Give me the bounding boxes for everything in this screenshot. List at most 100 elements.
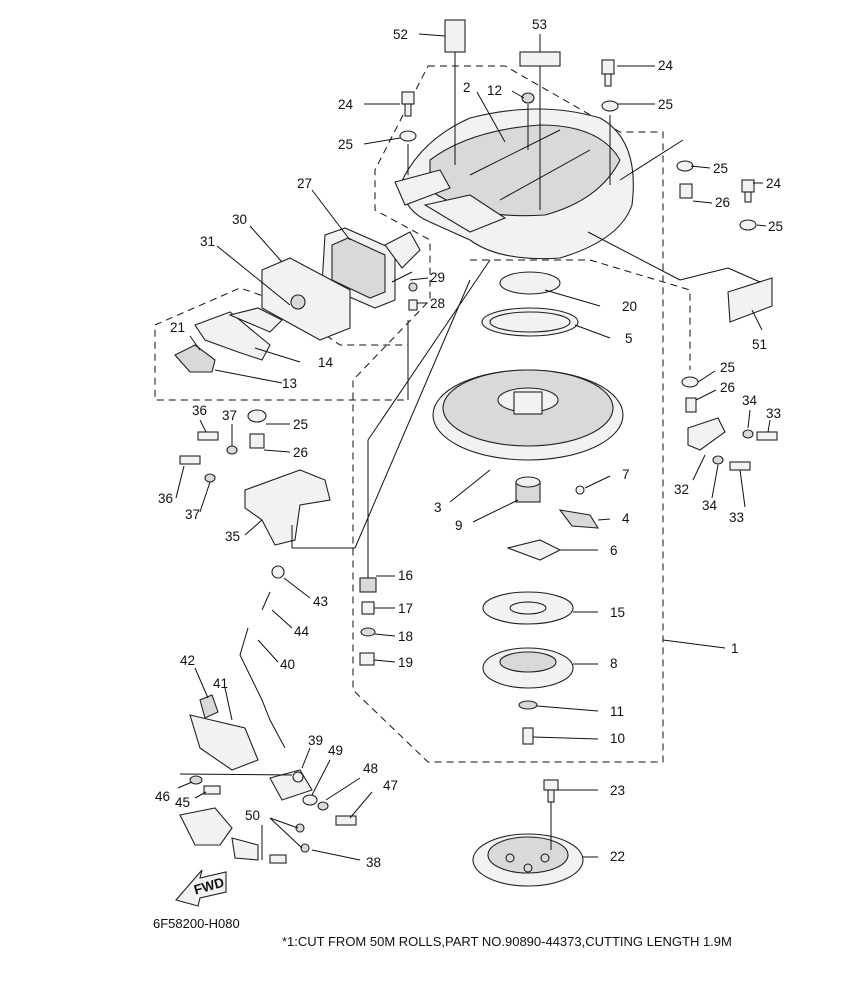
drawing-code: 6F58200-H080 xyxy=(153,916,240,931)
callout-34-b: 34 xyxy=(702,498,718,513)
callout-40: 40 xyxy=(280,657,295,672)
callout-26-c: 26 xyxy=(293,445,308,460)
assembly-boundary xyxy=(154,65,691,763)
spring-6 xyxy=(506,539,562,561)
callout-25-f: 25 xyxy=(293,417,308,432)
callout-52: 52 xyxy=(393,27,408,42)
callout-25-a: 25 xyxy=(658,97,673,112)
callout-46: 46 xyxy=(155,789,170,804)
rubber-grip-30 xyxy=(261,257,351,341)
callout-33-b: 33 xyxy=(729,510,744,525)
label-sticker-51 xyxy=(727,277,773,323)
callout-19: 19 xyxy=(398,655,413,670)
label-sticker-52 xyxy=(444,19,466,53)
callout-25-c: 25 xyxy=(713,161,728,176)
callout-2: 2 xyxy=(463,80,471,95)
callout-12: 12 xyxy=(487,83,502,98)
callout-49: 49 xyxy=(328,743,343,758)
callout-47: 47 xyxy=(383,778,398,793)
callout-43: 43 xyxy=(313,594,328,609)
starter-handle-14 xyxy=(194,307,283,361)
cable-assembly-40 xyxy=(239,565,286,749)
callout-36-b: 36 xyxy=(158,491,173,506)
callout-6: 6 xyxy=(610,543,618,558)
callout-15: 15 xyxy=(610,605,625,620)
drive-pawl-4 xyxy=(558,509,600,529)
callout-28: 28 xyxy=(430,296,445,311)
callout-39: 39 xyxy=(308,733,323,748)
bolt-23 xyxy=(543,779,559,803)
handle-insert-21 xyxy=(174,344,216,373)
callout-42: 42 xyxy=(180,653,195,668)
callout-26-b: 26 xyxy=(720,380,735,395)
callout-34-a: 34 xyxy=(742,393,758,408)
callout-37-a: 37 xyxy=(222,408,237,423)
callout-1: 1 xyxy=(731,641,739,656)
callout-48: 48 xyxy=(363,761,378,776)
callout-9: 9 xyxy=(455,518,463,533)
callout-17: 17 xyxy=(398,601,413,616)
callout-30: 30 xyxy=(232,212,247,227)
callout-21: 21 xyxy=(170,320,185,335)
callout-16: 16 xyxy=(398,568,413,583)
hardware-upper-left xyxy=(399,91,535,311)
starter-cover xyxy=(394,108,634,260)
collar-9 xyxy=(515,476,541,503)
callout-13: 13 xyxy=(282,376,297,391)
callout-10: 10 xyxy=(610,731,625,746)
callout-24-a: 24 xyxy=(658,58,674,73)
callout-35: 35 xyxy=(225,529,240,544)
hardware-45-50 xyxy=(179,775,357,864)
bracket-35 xyxy=(179,409,331,546)
callout-26-a: 26 xyxy=(715,195,730,210)
callout-44: 44 xyxy=(294,624,310,639)
fwd-arrow-icon: FWD xyxy=(175,869,227,907)
callout-20: 20 xyxy=(622,299,637,314)
label-sticker-53 xyxy=(519,51,561,67)
callout-18: 18 xyxy=(398,629,413,644)
callout-3: 3 xyxy=(434,500,442,515)
callout-31: 31 xyxy=(200,234,215,249)
starter-pulley-22 xyxy=(472,833,584,887)
washer-11 xyxy=(518,700,538,710)
footnote: *1:CUT FROM 50M ROLLS,PART NO.90890-4437… xyxy=(282,934,732,949)
drive-plate-8 xyxy=(482,647,574,689)
bolt-10 xyxy=(522,727,534,745)
callout-38: 38 xyxy=(366,855,381,870)
linkage-41-42 xyxy=(189,694,313,801)
callout-51: 51 xyxy=(752,337,767,352)
callout-23: 23 xyxy=(610,783,625,798)
hardware-16-19 xyxy=(359,577,377,666)
callout-53: 53 xyxy=(532,17,547,32)
spring-7 xyxy=(575,485,585,495)
bushing-20 xyxy=(499,271,561,295)
callout-24-c: 24 xyxy=(766,176,782,191)
callout-14: 14 xyxy=(318,355,334,370)
callout-32: 32 xyxy=(674,482,689,497)
callout-25-d: 25 xyxy=(768,219,783,234)
callout-labels: 1 2 3 4 5 6 7 8 9 10 11 12 13 14 15 16 1… xyxy=(155,17,783,870)
callout-8: 8 xyxy=(610,656,618,671)
sheave-3 xyxy=(432,369,624,461)
callout-36-a: 36 xyxy=(192,403,207,418)
plate-15 xyxy=(482,591,574,625)
callout-25-e: 25 xyxy=(720,360,735,375)
callout-29: 29 xyxy=(430,270,445,285)
callout-11: 11 xyxy=(610,704,624,719)
spring-5 xyxy=(481,307,579,337)
hardware-right xyxy=(601,59,778,471)
callout-5: 5 xyxy=(625,331,633,346)
callout-27: 27 xyxy=(297,176,312,191)
callout-7: 7 xyxy=(622,467,630,482)
callout-24-b: 24 xyxy=(338,97,354,112)
callout-25-b: 25 xyxy=(338,137,353,152)
callout-22: 22 xyxy=(610,849,625,864)
callout-50: 50 xyxy=(245,808,260,823)
callout-41: 41 xyxy=(213,676,228,691)
leader-lines xyxy=(175,33,771,861)
callout-4: 4 xyxy=(622,511,630,526)
callout-37-b: 37 xyxy=(185,507,200,522)
callout-45: 45 xyxy=(175,795,190,810)
callout-33-a: 33 xyxy=(766,406,781,421)
